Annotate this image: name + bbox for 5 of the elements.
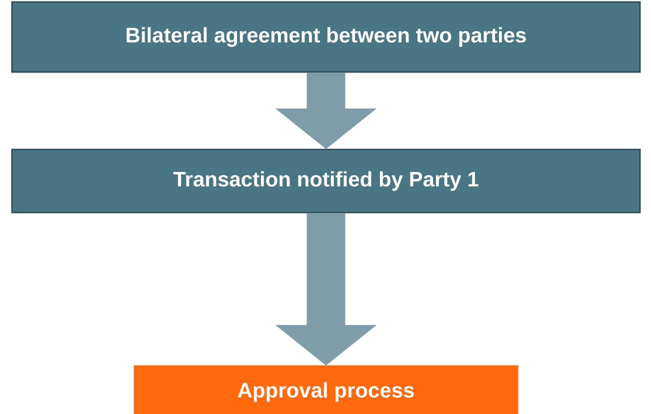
process-box: Bilateral agreement between two parties [11,1,641,73]
process-box: Transaction notified by Party 1 [11,148,641,214]
arrow [276,213,376,366]
result-box: Approval process [134,365,518,414]
arrow [276,72,376,149]
